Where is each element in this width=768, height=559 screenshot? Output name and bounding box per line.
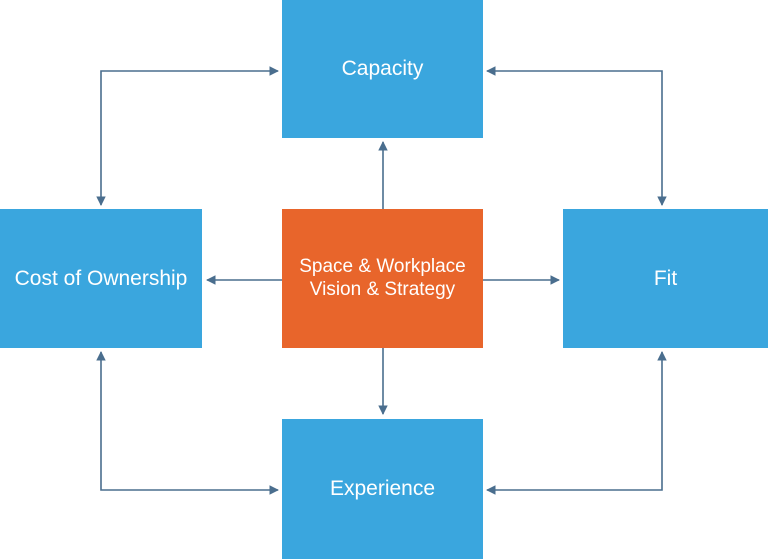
cost-of-ownership-label: Cost of Ownership <box>14 266 188 290</box>
cost-of-ownership-box: Cost of Ownership <box>0 209 202 348</box>
vision-strategy-box: Space & Workplace Vision & Strategy <box>282 209 483 348</box>
capacity-box: Capacity <box>282 0 483 138</box>
arrow-fit-experience <box>486 351 667 495</box>
arrow-capacity-fit <box>486 66 667 206</box>
center-label-line1: Space & Workplace <box>299 255 466 277</box>
fit-box: Fit <box>563 209 768 348</box>
fit-label: Fit <box>653 266 678 290</box>
arrow-cost-experience <box>96 351 279 495</box>
capacity-label: Capacity <box>341 57 424 81</box>
experience-label: Experience <box>329 477 436 501</box>
center-label-line2: Vision & Strategy <box>309 278 456 300</box>
arrow-capacity-cost <box>96 66 279 206</box>
experience-box: Experience <box>282 419 483 559</box>
